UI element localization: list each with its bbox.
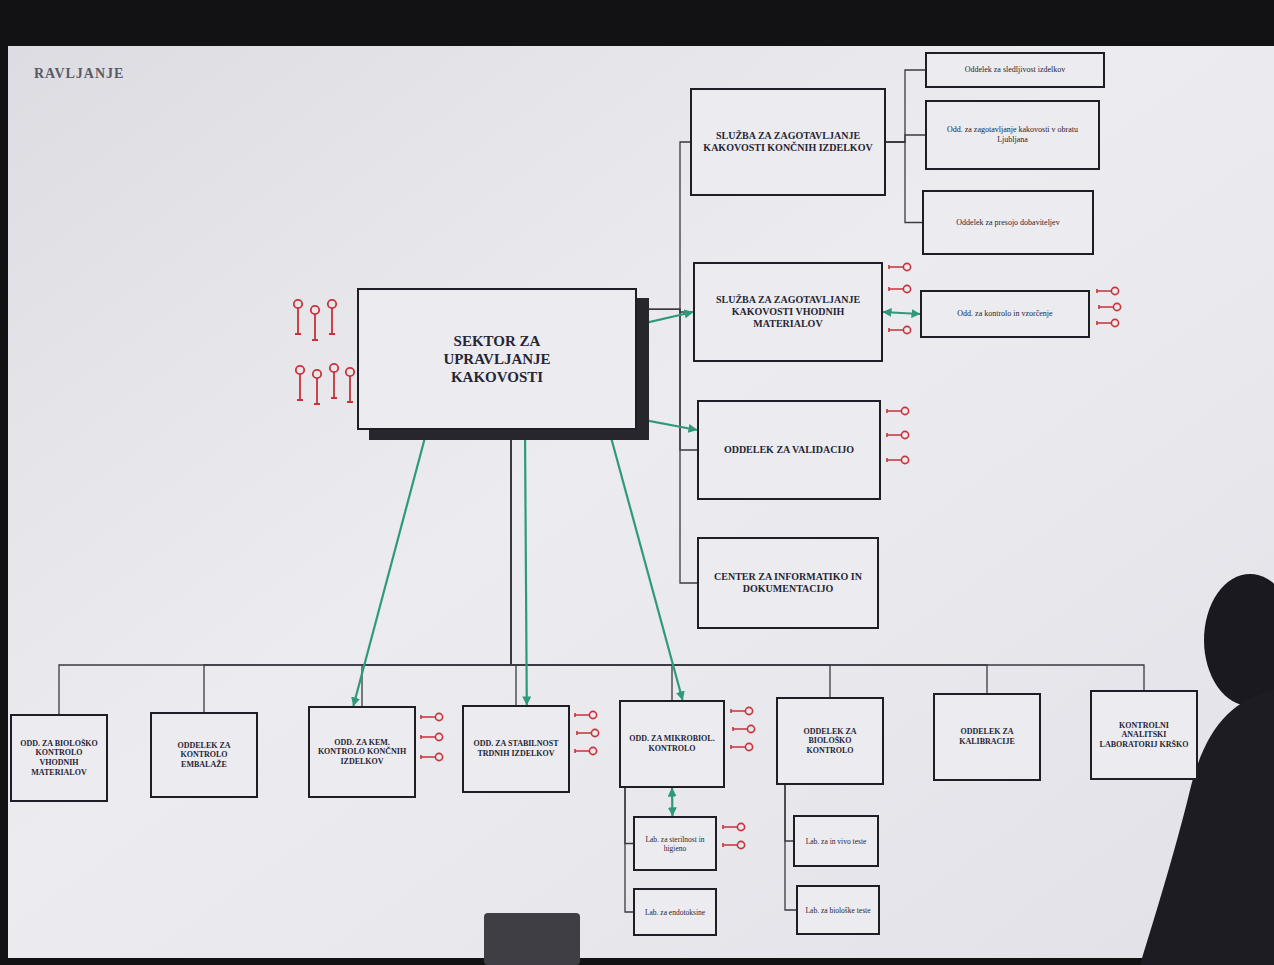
- box-label: KONTROLNI ANALITSKI LABORATORIJ KRŠKO: [1098, 721, 1190, 750]
- org-line: [362, 430, 511, 706]
- department-box: ODD. ZA STABILNOST TRDNIH IZDELKOV: [462, 705, 570, 793]
- department-box: Odd. za kontrolo in vzorčenje: [920, 290, 1090, 338]
- org-line: [886, 70, 925, 142]
- presenter-silhouette: [1140, 574, 1274, 965]
- department-box: SLUŽBA ZA ZAGOTAVLJANJE KAKOVOSTI KONČNI…: [690, 88, 886, 196]
- department-box: Oddelek za presojo dobaviteljev: [922, 190, 1094, 255]
- department-box: ODD. ZA MIKROBIOL. KONTROLO: [619, 700, 725, 788]
- box-label: ODD. ZA KEM. KONTROLO KONČNIH IZDELKOV: [316, 738, 408, 767]
- org-line: [785, 785, 796, 910]
- org-line: [637, 142, 690, 309]
- department-box: ODDELEK ZA BIOLOŠKO KONTROLO: [776, 697, 884, 785]
- department-box: ODDELEK ZA VALIDACIJO: [697, 400, 881, 500]
- department-box: ODDELEK ZA KONTROLO EMBALAŽE: [150, 712, 258, 798]
- org-line: [785, 785, 793, 841]
- org-line: [886, 142, 922, 223]
- projector-housing: [484, 913, 580, 965]
- box-label: ODD. ZA BIOLOŠKO KONTROLO VHODNIH MATERI…: [18, 739, 100, 777]
- org-line: [511, 430, 987, 693]
- red-key-marks: [294, 263, 1121, 848]
- department-box: Lab. za sterilnost in higieno: [633, 816, 717, 871]
- department-box: Lab. za in vivo teste: [793, 815, 879, 867]
- box-label: SLUŽBA ZA ZAGOTAVLJANJE KAKOVOSTI VHODNI…: [701, 294, 875, 330]
- box-label: ODDELEK ZA KONTROLO EMBALAŽE: [158, 741, 250, 770]
- org-line: [59, 430, 511, 714]
- department-box: CENTER ZA INFORMATIKO IN DOKUMENTACIJO: [697, 537, 879, 629]
- slide-title: RAVLJANJE: [34, 66, 124, 82]
- department-box: ODD. ZA KEM. KONTROLO KONČNIH IZDELKOV: [308, 706, 416, 798]
- box-label: Lab. za endotoksine: [641, 908, 709, 917]
- flow-arrow: [883, 312, 920, 314]
- box-label: Odd. za zagotavljanje kakovosti v obratu…: [933, 125, 1092, 144]
- org-line: [637, 309, 697, 583]
- flow-arrow: [525, 430, 527, 705]
- box-label: ODDELEK ZA KALIBRACIJE: [941, 727, 1033, 746]
- box-label: SLUŽBA ZA ZAGOTAVLJANJE KAKOVOSTI KONČNI…: [698, 130, 878, 154]
- org-line: [625, 788, 633, 844]
- org-line: [511, 430, 516, 705]
- department-box: SLUŽBA ZA ZAGOTAVLJANJE KAKOVOSTI VHODNI…: [693, 262, 883, 362]
- department-box: KONTROLNI ANALITSKI LABORATORIJ KRŠKO: [1090, 690, 1198, 780]
- box-label: ODD. ZA MIKROBIOL. KONTROLO: [627, 734, 717, 753]
- department-box: Lab. za endotoksine: [633, 888, 717, 936]
- sector-box: SEKTOR ZA UPRAVLJANJE KAKOVOSTI: [357, 288, 637, 430]
- flow-arrow: [637, 312, 693, 325]
- flow-arrow: [609, 430, 683, 700]
- department-box: ODD. ZA BIOLOŠKO KONTROLO VHODNIH MATERI…: [10, 714, 108, 802]
- department-box: Oddelek za sledljivost izdelkov: [925, 52, 1105, 88]
- org-line: [637, 309, 697, 450]
- box-label: SEKTOR ZA UPRAVLJANJE KAKOVOSTI: [399, 332, 595, 386]
- box-label: Lab. za in vivo teste: [801, 837, 871, 846]
- box-label: Lab. za sterilnost in higieno: [641, 835, 709, 853]
- box-label: Oddelek za presojo dobaviteljev: [930, 218, 1086, 228]
- box-label: Lab. za biološke teste: [804, 906, 872, 915]
- box-label: CENTER ZA INFORMATIKO IN DOKUMENTACIJO: [705, 571, 871, 595]
- department-box: Odd. za zagotavljanje kakovosti v obratu…: [925, 100, 1100, 170]
- box-label: ODDELEK ZA VALIDACIJO: [705, 444, 873, 456]
- box-label: Oddelek za sledljivost izdelkov: [933, 65, 1097, 75]
- projected-slide: [8, 46, 1274, 958]
- flow-arrow: [671, 788, 674, 816]
- flow-arrow: [353, 430, 427, 706]
- box-label: ODDELEK ZA BIOLOŠKO KONTROLO: [784, 727, 876, 756]
- org-line: [204, 430, 511, 712]
- org-line: [886, 135, 925, 142]
- org-line: [511, 430, 1144, 690]
- box-label: ODD. ZA STABILNOST TRDNIH IZDELKOV: [470, 739, 562, 758]
- flow-arrow: [637, 419, 697, 430]
- department-box: Lab. za biološke teste: [796, 885, 880, 935]
- org-line: [625, 788, 633, 912]
- box-label: Odd. za kontrolo in vzorčenje: [928, 309, 1082, 319]
- org-line: [511, 430, 672, 700]
- department-box: ODDELEK ZA KALIBRACIJE: [933, 693, 1041, 781]
